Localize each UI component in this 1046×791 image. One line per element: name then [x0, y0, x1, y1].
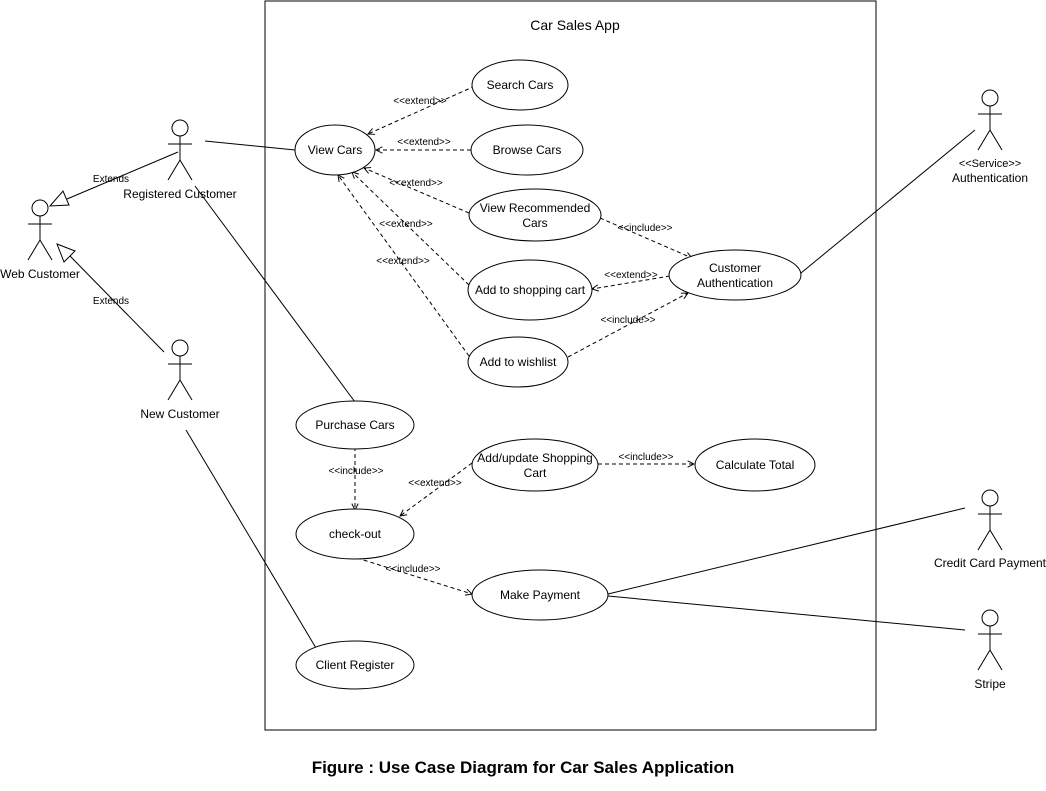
figure-caption: Figure : Use Case Diagram for Car Sales … [311, 758, 735, 777]
assoc-auth-service [800, 129, 976, 274]
extends-label-registered: Extends [93, 174, 129, 185]
use-case-add-to-shopping-cart [467, 259, 593, 321]
use-case-add-update-cart-label-1: Add/update Shopping [477, 451, 592, 465]
assoc-payment-credit-card [607, 507, 966, 595]
dep-wishlist-to-view [338, 175, 470, 357]
generalization-new-to-web [56, 243, 165, 353]
actor-new-customer-label: New Customer [140, 407, 219, 421]
actor-authentication-service [977, 89, 1003, 151]
dep-auth-to-cart [592, 275, 671, 289]
generalization-registered-to-web [48, 151, 179, 207]
actor-auth-stereotype-label: <<Service>> [959, 158, 1021, 170]
actor-registered-customer [167, 119, 193, 181]
label-include-update-total: <<include>> [618, 452, 673, 463]
assoc-new-client-register [185, 429, 317, 649]
use-case-add-update-cart-label-2: Cart [524, 466, 547, 480]
actor-web-customer-label: Web Customer [0, 267, 80, 281]
actor-stripe-label: Stripe [974, 677, 1006, 691]
label-include-wishlist-auth: <<include>> [600, 315, 655, 326]
use-case-customer-auth-label-1: Customer [709, 261, 761, 275]
dependencies [338, 85, 694, 594]
system-title: Car Sales App [530, 17, 620, 33]
use-case-add-to-wishlist-label: Add to wishlist [480, 355, 557, 369]
actor-web-customer [27, 199, 53, 261]
use-case-calculate-total-label: Calculate Total [716, 458, 795, 472]
label-extend-cart: <<extend>> [379, 219, 433, 230]
use-case-add-to-wishlist [467, 336, 569, 388]
label-extend-recommended: <<extend>> [389, 178, 443, 189]
use-case-check-out [295, 508, 415, 560]
label-extend-update-checkout: <<extend>> [408, 478, 462, 489]
actor-credit-card-payment [977, 489, 1003, 551]
actor-stripe [977, 609, 1003, 671]
use-case-browse-cars [470, 124, 584, 176]
dep-checkout-to-payment [356, 557, 472, 594]
dep-wishlist-to-auth [567, 293, 688, 358]
actor-new-customer [167, 339, 193, 401]
actor-authentication-label: Authentication [952, 171, 1028, 185]
use-case-add-to-cart-label: Add to shopping cart [475, 283, 586, 297]
dep-cart-to-view [352, 172, 470, 286]
use-case-purchase-cars-label: Purchase Cars [315, 418, 394, 432]
actor-registered-customer-label: Registered Customer [123, 187, 236, 201]
dep-update-cart-to-checkout [400, 462, 473, 516]
use-case-search-cars [471, 59, 569, 111]
use-case-search-cars-label: Search Cars [487, 78, 554, 92]
assoc-payment-stripe [607, 595, 966, 631]
dep-recommended-to-auth [599, 217, 692, 258]
label-extend-auth-cart: <<extend>> [604, 270, 658, 281]
use-case-customer-authentication [668, 249, 802, 301]
use-case-client-register [295, 640, 415, 690]
use-case-make-payment [471, 569, 609, 621]
use-case-add-update-shopping-cart [471, 438, 599, 492]
use-case-view-recommended-label-1: View Recommended [480, 201, 591, 215]
use-case-check-out-label: check-out [329, 527, 382, 541]
label-extend-wishlist: <<extend>> [376, 256, 430, 267]
label-include-checkout-payment: <<include>> [385, 564, 440, 575]
use-case-browse-cars-label: Browse Cars [493, 143, 562, 157]
use-case-view-recommended-label-2: Cars [522, 216, 547, 230]
use-case-view-cars-label: View Cars [308, 143, 362, 157]
label-extend-browse: <<extend>> [397, 137, 451, 148]
use-case-view-recommended-cars [468, 188, 602, 242]
assoc-registered-purchase-cars [194, 185, 356, 403]
label-extend-search: <<extend>> [393, 96, 447, 107]
use-case-customer-auth-label-2: Authentication [697, 276, 773, 290]
dep-search-to-view [368, 85, 476, 134]
use-case-view-cars [294, 124, 376, 176]
use-case-client-register-label: Client Register [316, 658, 395, 672]
assoc-registered-view-cars [204, 140, 296, 151]
label-include-recommended-auth: <<include>> [617, 223, 672, 234]
actor-credit-card-payment-label: Credit Card Payment [934, 556, 1046, 570]
dep-recommended-to-view [364, 168, 470, 214]
use-case-make-payment-label: Make Payment [500, 588, 581, 602]
system-boundary [264, 0, 877, 731]
extends-label-new: Extends [93, 296, 129, 307]
use-case-calculate-total [694, 438, 816, 492]
label-include-purchase-checkout: <<include>> [328, 466, 383, 477]
associations [185, 129, 976, 649]
use-case-purchase-cars [295, 400, 415, 450]
